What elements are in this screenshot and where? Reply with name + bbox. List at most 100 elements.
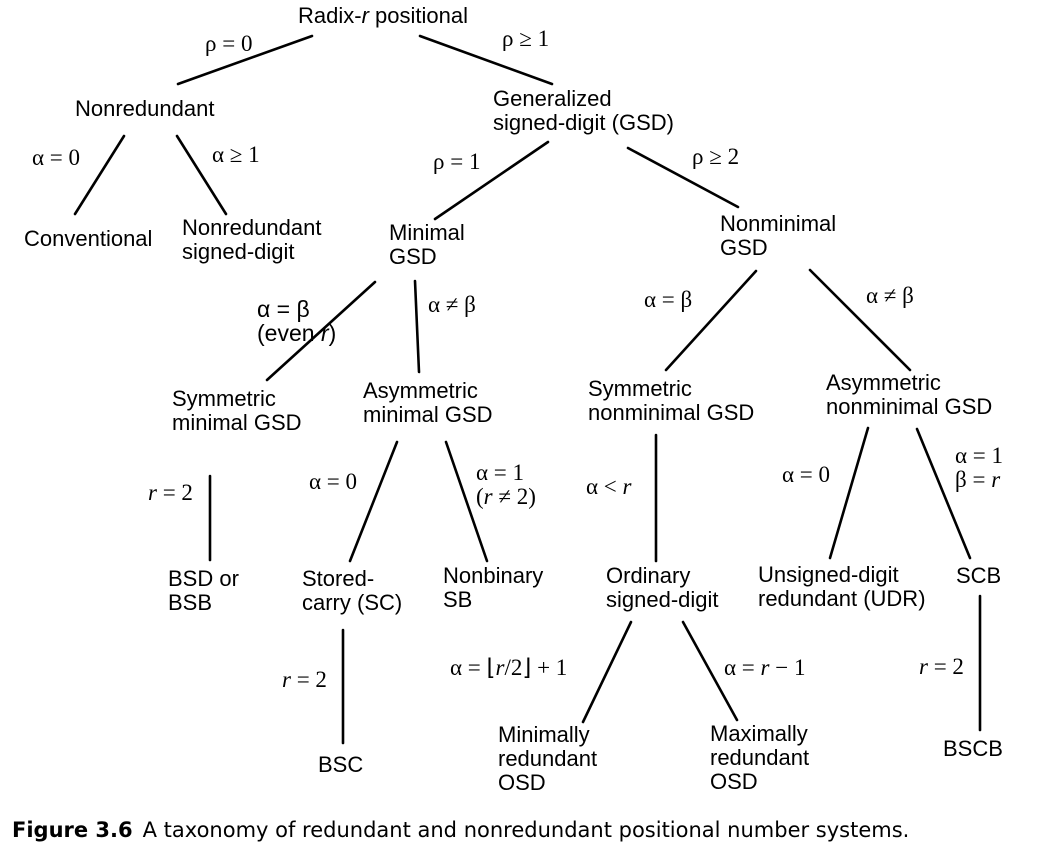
tree-edge <box>664 269 758 372</box>
edge-label-r2-c: r = 2 <box>919 655 964 679</box>
node-text-line: nonminimal GSD <box>826 394 993 419</box>
node-text-line: nonminimal GSD <box>588 400 755 425</box>
node-text-line: Minimal <box>389 220 465 245</box>
tree-edge <box>915 427 972 560</box>
tree-edge <box>265 280 377 382</box>
node-text-line: BSD or <box>168 566 239 591</box>
edge-label-rho-ge2: ρ ≥ 2 <box>692 145 739 169</box>
edge-label-rho-ge1: ρ ≥ 1 <box>502 27 549 51</box>
edge-label-line: α = β <box>257 296 310 322</box>
figure-caption: Figure 3.6 A taxonomy of redundant and no… <box>12 818 909 842</box>
tree-edge <box>418 34 554 86</box>
node-text-line: redundant <box>498 746 598 771</box>
edge-label-line: β = r <box>955 467 1001 492</box>
edge-label-alpha0-b: α = 0 <box>309 470 357 494</box>
edge-label-r2-b: r = 2 <box>282 668 327 692</box>
edge-label-alpha-rm1: α = r − 1 <box>724 656 805 680</box>
tree-edge <box>681 620 739 722</box>
edge-label-rho0: ρ = 0 <box>205 32 252 56</box>
tree-edge <box>73 134 126 216</box>
node-text-line: Nonbinary <box>443 563 544 588</box>
node-text-line: BSC <box>318 752 364 777</box>
edge-label-r2-a: r = 2 <box>148 481 193 505</box>
edge-label-line: ρ = 0 <box>205 31 253 56</box>
tree-edge <box>626 146 740 209</box>
node-text-line: OSD <box>710 769 758 794</box>
tree-edge <box>581 620 633 724</box>
node-text-line: Asymmetric <box>826 370 941 395</box>
edge-label-line: (r ≠ 2) <box>476 484 536 509</box>
edge-label-line: α = ⌊r/2⌋ + 1 <box>450 655 568 680</box>
node-text-line: Nonredundant <box>75 96 215 121</box>
edge-label-line: α = 0 <box>32 145 81 170</box>
node-text-line: BSCB <box>943 736 1003 761</box>
node-text-line: redundant <box>710 745 810 770</box>
node-bsc: BSC <box>318 753 363 777</box>
node-text-line: redundant (UDR) <box>758 586 926 611</box>
node-text-line: signed-digit <box>606 587 719 612</box>
node-text-line: Stored- <box>302 566 375 591</box>
edge-label-alpha-ge1: α ≥ 1 <box>212 143 260 167</box>
edge-label-alpha-floor: α = ⌊r/2⌋ + 1 <box>450 656 567 680</box>
edge-label-ab-neq-1: α ≠ β <box>428 293 476 317</box>
tree-edge <box>433 140 550 221</box>
node-nonredundant: Nonredundant <box>75 97 214 121</box>
edge-label-ab-eq-2: α = β <box>644 288 692 312</box>
node-text-line: signed-digit (GSD) <box>493 110 674 135</box>
node-text-line: Nonredundant <box>182 215 322 240</box>
edge-label-line: α ≠ β <box>866 283 914 308</box>
edge-label-line: α = 0 <box>782 462 831 487</box>
node-text-line: Radix-r positional <box>298 3 468 28</box>
edge-label-line: α = r − 1 <box>724 655 806 680</box>
node-conventional: Conventional <box>24 227 152 251</box>
node-text-line: BSB <box>168 590 213 615</box>
node-text-line: Symmetric <box>588 376 692 401</box>
node-text-line: Generalized <box>493 86 612 111</box>
edge-label-alpha1-rne2: α = 1(r ≠ 2) <box>476 461 536 509</box>
node-bscb: BSCB <box>943 737 1003 761</box>
tree-edge <box>175 134 228 216</box>
tree-edge <box>348 440 399 563</box>
edge-label-alpha0-c: α = 0 <box>782 463 830 487</box>
edge-label-rho1: ρ = 1 <box>433 150 480 174</box>
node-text-line: SB <box>443 587 473 612</box>
tree-edge <box>808 268 912 372</box>
edge-label-alpha0-a: α = 0 <box>32 146 80 170</box>
edge-label-line: ρ ≥ 2 <box>692 144 740 169</box>
node-text-line: Minimally <box>498 722 590 747</box>
node-text-line: Nonminimal <box>720 211 837 236</box>
tree-edge <box>444 440 489 563</box>
figure-caption-text: A taxonomy of redundant and nonredundant… <box>142 818 910 842</box>
edge-label-ab-eq-even: α = β(even r) <box>257 297 336 345</box>
node-text-line: Ordinary <box>606 563 691 588</box>
edge-label-line: α = 1 <box>955 443 1004 468</box>
node-text-line: Asymmetric <box>363 378 478 403</box>
edge-label-line: r = 2 <box>282 667 327 692</box>
node-text-line: signed-digit <box>182 239 295 264</box>
edge-label-alpha-lt-r: α < r <box>586 475 631 499</box>
figure-caption-label: Figure 3.6 <box>12 818 133 842</box>
tree-edge <box>176 34 314 86</box>
edge-label-line: α = β <box>644 287 693 312</box>
node-text-line: GSD <box>389 244 437 269</box>
node-text-line: SCB <box>956 563 1002 588</box>
tree-edge <box>413 279 421 374</box>
node-scb: SCB <box>956 564 1001 588</box>
edge-label-line: r = 2 <box>919 654 964 679</box>
edge-label-line: r = 2 <box>148 480 193 505</box>
edge-label-line: α ≥ 1 <box>212 142 260 167</box>
